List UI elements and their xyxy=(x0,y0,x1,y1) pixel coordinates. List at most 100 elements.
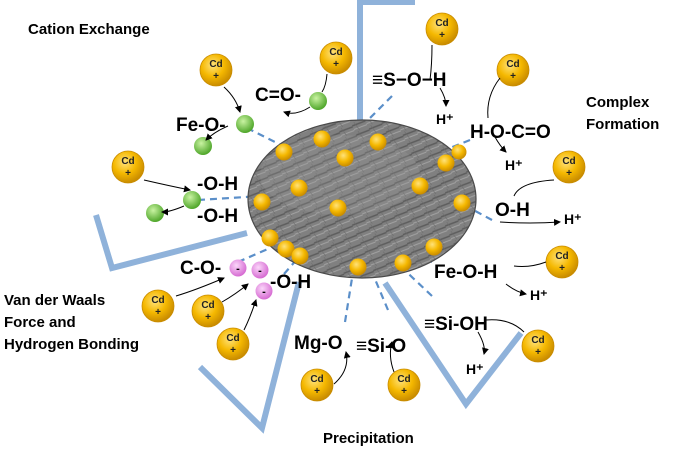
walls xyxy=(93,0,524,434)
h-plus: H⁺ xyxy=(505,157,523,173)
adsorbed-cd-ion xyxy=(290,179,308,197)
group-o-h-bottom: -O-H xyxy=(270,272,311,293)
svg-text:+: + xyxy=(566,168,572,179)
cd-ion: Cd+ xyxy=(552,150,586,184)
adsorbed-cd-ion xyxy=(394,254,412,272)
negative-site xyxy=(229,259,247,277)
svg-text:+: + xyxy=(205,312,211,323)
cd-ion: Cd+ xyxy=(425,12,459,46)
arrows xyxy=(143,44,561,385)
functional-groups: C=O- Fe-O- ≡S−O−H H⁺ H-O-C=O H⁺ -O-H -O-… xyxy=(176,70,582,377)
label-formation: Formation xyxy=(586,116,659,133)
svg-text:+: + xyxy=(510,71,516,82)
group-h-o-c-o: H-O-C=O xyxy=(470,122,551,143)
adsorbed-cd-ion xyxy=(275,143,293,161)
cd-ion: Cd+ xyxy=(319,41,353,75)
exchange-ions xyxy=(146,92,327,222)
svg-text:Cd: Cd xyxy=(397,374,410,385)
wall-bottom-right xyxy=(382,281,524,410)
svg-text:+: + xyxy=(559,263,565,274)
label-precipitation: Precipitation xyxy=(323,430,414,447)
svg-text:Cd: Cd xyxy=(329,47,342,58)
group-c-o-neg: C-O- xyxy=(180,258,221,279)
group-fe-o-h: Fe-O-H xyxy=(434,262,497,283)
group-fe-o: Fe-O- xyxy=(176,115,226,136)
cd-ion: Cd+ xyxy=(216,327,250,361)
h-plus: H⁺ xyxy=(436,111,454,127)
bond-line xyxy=(343,271,355,323)
svg-text:+: + xyxy=(401,386,407,397)
exchange-ion xyxy=(146,204,164,222)
svg-text:+: + xyxy=(213,71,219,82)
svg-text:Cd: Cd xyxy=(562,156,575,167)
negative-sites: - - - xyxy=(229,259,273,300)
wall-bottom-left xyxy=(197,281,302,434)
adsorbed-cd-ion xyxy=(336,149,354,167)
adsorbed-cd-ion xyxy=(291,247,309,265)
svg-text:+: + xyxy=(314,386,320,397)
svg-text:+: + xyxy=(155,307,161,318)
exchange-ion xyxy=(236,115,254,133)
wall-left xyxy=(93,214,248,272)
wall-top xyxy=(359,0,415,5)
exchange-ion xyxy=(194,137,212,155)
label-van-der-waals: Van der Waals xyxy=(4,292,105,309)
svg-text:+: + xyxy=(535,347,541,358)
h-plus: H⁺ xyxy=(564,211,582,227)
cd-ion: Cd+ xyxy=(141,289,175,323)
adsorbed-cd-ion xyxy=(253,193,271,211)
cd-ion: Cd+ xyxy=(199,53,233,87)
negative-site xyxy=(251,261,269,279)
label-hydrogen-bonding: Hydrogen Bonding xyxy=(4,336,139,353)
adsorbed-ions xyxy=(253,130,471,276)
adsorbed-cd-ion xyxy=(369,133,387,151)
group-si-o: ≡Si-O xyxy=(356,336,406,357)
label-cation-exchange: Cation Exchange xyxy=(28,21,150,38)
group-o-h-right: O-H xyxy=(495,200,530,221)
mechanism-labels: Cation Exchange Complex Formation Van de… xyxy=(4,21,659,447)
exchange-ion xyxy=(309,92,327,110)
svg-text:+: + xyxy=(230,345,236,356)
group-o-h-lower: -O-H xyxy=(197,206,238,227)
cd-ion: Cd+ xyxy=(545,245,579,279)
cd-ion: Cd+ xyxy=(496,53,530,87)
negative-charge-label: - xyxy=(258,265,262,277)
svg-text:+: + xyxy=(333,59,339,70)
cd-ion: Cd+ xyxy=(521,329,555,363)
adsorbed-cd-ion xyxy=(453,194,471,212)
negative-charge-label: - xyxy=(236,263,240,275)
svg-text:+: + xyxy=(439,30,445,41)
svg-text:Cd: Cd xyxy=(506,59,519,70)
cd-ion: Cd+ xyxy=(111,150,145,184)
group-c-o: C=O- xyxy=(255,85,301,106)
svg-text:Cd: Cd xyxy=(121,156,134,167)
free-ions: Cd+ Cd+ Cd+ Cd+ Cd+ Cd+ Cd+ Cd+ Cd+ Cd+ … xyxy=(111,12,586,402)
cd-ion: Cd+ xyxy=(300,368,334,402)
negative-site xyxy=(255,282,273,300)
h-plus: H⁺ xyxy=(466,361,484,377)
cd-ion: Cd+ xyxy=(191,294,225,328)
adsorbent-surface xyxy=(247,119,477,279)
adsorbed-cd-ion xyxy=(451,144,467,160)
svg-text:Cd: Cd xyxy=(531,335,544,346)
svg-text:Cd: Cd xyxy=(435,18,448,29)
bond-line xyxy=(237,246,271,264)
bond-line xyxy=(370,271,390,311)
svg-text:Cd: Cd xyxy=(209,59,222,70)
adsorbed-cd-ion xyxy=(277,240,295,258)
adsorbed-cd-ion xyxy=(349,258,367,276)
group-mg-o: Mg-O xyxy=(294,333,343,354)
svg-text:Cd: Cd xyxy=(201,300,214,311)
svg-text:Cd: Cd xyxy=(555,251,568,262)
group-s-o-h: ≡S−O−H xyxy=(372,70,446,91)
adsorbed-cd-ion xyxy=(411,177,429,195)
label-force-and: Force and xyxy=(4,314,76,331)
adsorbed-cd-ion xyxy=(313,130,331,148)
cd-ion: Cd+ xyxy=(387,368,421,402)
adsorbed-cd-ion xyxy=(329,199,347,217)
negative-charge-label: - xyxy=(262,286,266,298)
svg-text:+: + xyxy=(125,168,131,179)
adsorbed-cd-ion xyxy=(425,238,443,256)
